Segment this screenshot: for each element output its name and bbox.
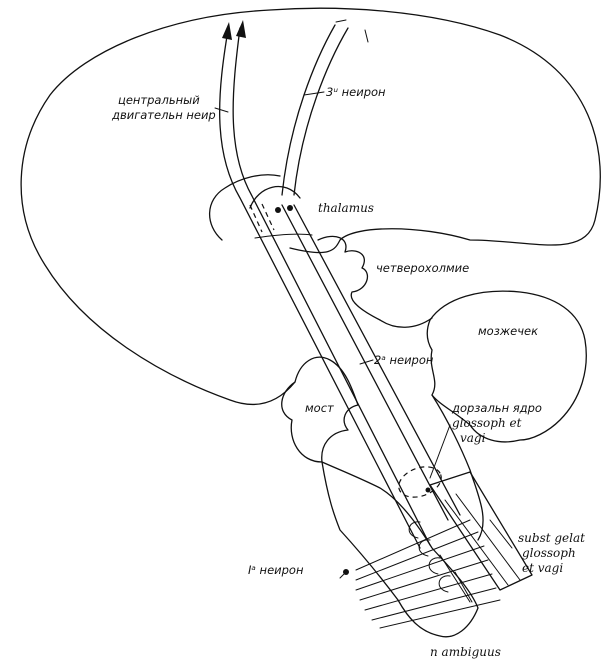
label-second-neuron: 2ᵃ неирон (374, 353, 434, 367)
first-neuron-fiber-7 (380, 600, 500, 628)
thalamus-crossline (255, 234, 312, 238)
brainstem-dorsal-border (380, 318, 432, 327)
synapse-dot-1 (275, 207, 281, 213)
label-pons: мост (305, 401, 334, 415)
dorsal-nucleus-dot (426, 488, 431, 493)
cerebrum-outline (21, 8, 600, 404)
arrow-head-right (236, 20, 246, 38)
leader-dorsal-nucleus (430, 425, 450, 478)
label-quadrigemina: четверохолмие (376, 261, 469, 275)
label-dorsal-nucleus-3: vagi (460, 431, 486, 445)
label-dorsal-nucleus-2: glossoph et (452, 416, 522, 430)
label-subst-gelat-1: subst gelat (518, 531, 585, 545)
central-motor-tract-right (233, 28, 430, 545)
label-dorsal-nucleus-1: дорзальн ядро (451, 401, 542, 415)
central-motor-tract-left (220, 30, 420, 548)
label-cerebellum: мозжечек (478, 324, 538, 338)
leader-ambiguus-1 (440, 555, 470, 602)
third-neuron-tract-tick (365, 30, 368, 42)
label-n-ambiguus: n ambiguus (430, 645, 501, 659)
third-neuron-tract-tick2 (336, 20, 346, 22)
label-subst-gelat-2: glossoph (522, 546, 576, 560)
label-first-neuron: Iᵃ неирон (248, 563, 304, 577)
first-neuron-fiber-4 (360, 560, 488, 600)
label-thalamus: thalamus (318, 201, 374, 215)
first-neuron-fiber-3 (356, 546, 484, 590)
first-neuron-fiber-1 (356, 520, 470, 570)
leader-third-neuron (304, 92, 324, 95)
arrow-head-left (222, 22, 232, 40)
ambiguus-loop-3 (429, 558, 440, 574)
leader-second-neuron (360, 360, 373, 364)
leader-first-neuron (340, 574, 344, 578)
ambiguus-loop-4 (439, 576, 450, 592)
label-central-motor-neuron-2: двигательн неир (111, 108, 216, 122)
label-central-motor-neuron-1: центральный (118, 93, 200, 107)
label-subst-gelat-3: et vagi (522, 561, 563, 575)
label-third-neuron: 3ᵘ неирон (326, 85, 386, 99)
third-neuron-tract-left (282, 25, 335, 195)
first-neuron-fiber-2 (356, 532, 478, 580)
leader-central-motor (215, 108, 228, 112)
synapse-dot-2 (287, 205, 293, 211)
thalamus-cap (250, 187, 300, 208)
